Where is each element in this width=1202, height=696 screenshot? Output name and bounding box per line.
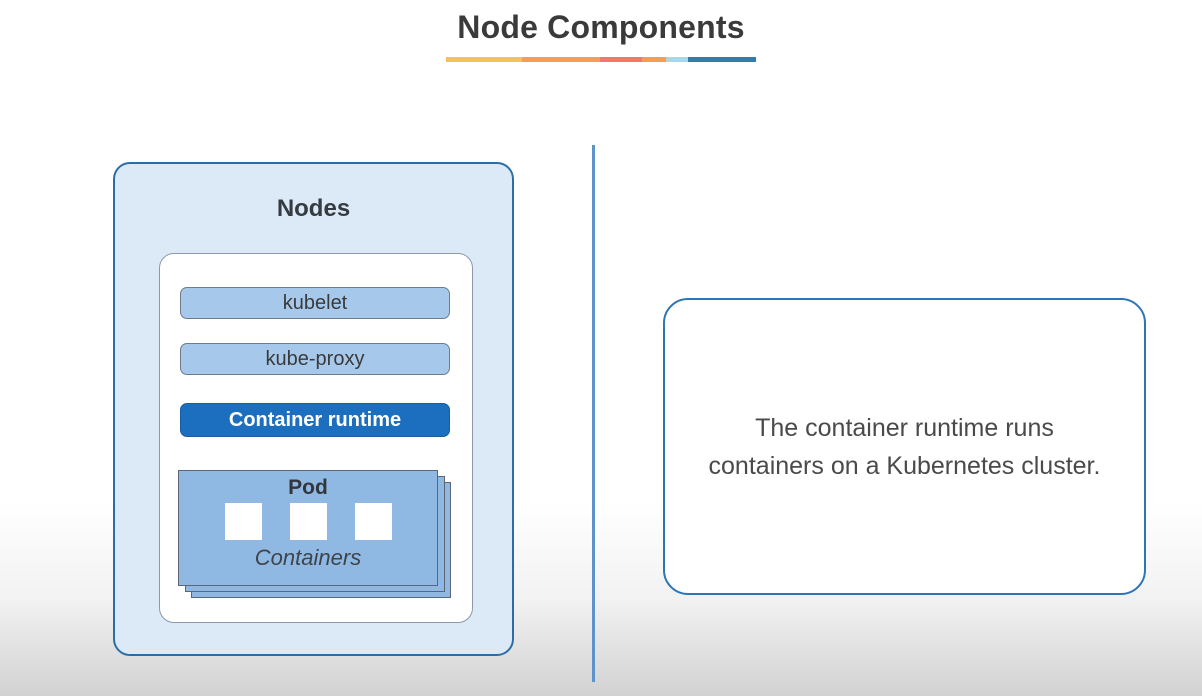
containers-row (224, 503, 392, 540)
container-square (224, 503, 262, 540)
title-underline (446, 57, 756, 62)
page-title: Node Components (457, 9, 745, 45)
description-line: containers on a Kubernetes cluster. (708, 451, 1101, 480)
pod-label: Pod (288, 476, 328, 499)
underline-segment (666, 57, 688, 62)
pod-box: Pod Containers (178, 470, 438, 586)
component-kube-proxy: kube-proxy (180, 343, 450, 375)
container-square (289, 503, 327, 540)
containers-label: Containers (254, 545, 362, 570)
container-square (354, 503, 392, 540)
underline-segment (446, 57, 522, 62)
components-box: kubelet kube-proxy Container runtime Pod… (159, 253, 473, 623)
underline-segment (688, 57, 756, 62)
nodes-panel: Nodes kubelet kube-proxy Container runti… (113, 162, 514, 656)
underline-segment (600, 57, 642, 62)
component-kubelet: kubelet (180, 287, 450, 319)
component-container-runtime: Container runtime (180, 403, 450, 437)
underline-segment (642, 57, 666, 62)
underline-segment (522, 57, 600, 62)
description-line: The container runtime runs (755, 413, 1054, 442)
pod-stack: Pod Containers (178, 470, 451, 598)
description-panel: The container runtime runs containers on… (663, 298, 1146, 595)
vertical-divider (592, 145, 595, 682)
nodes-panel-label: Nodes (276, 195, 351, 222)
